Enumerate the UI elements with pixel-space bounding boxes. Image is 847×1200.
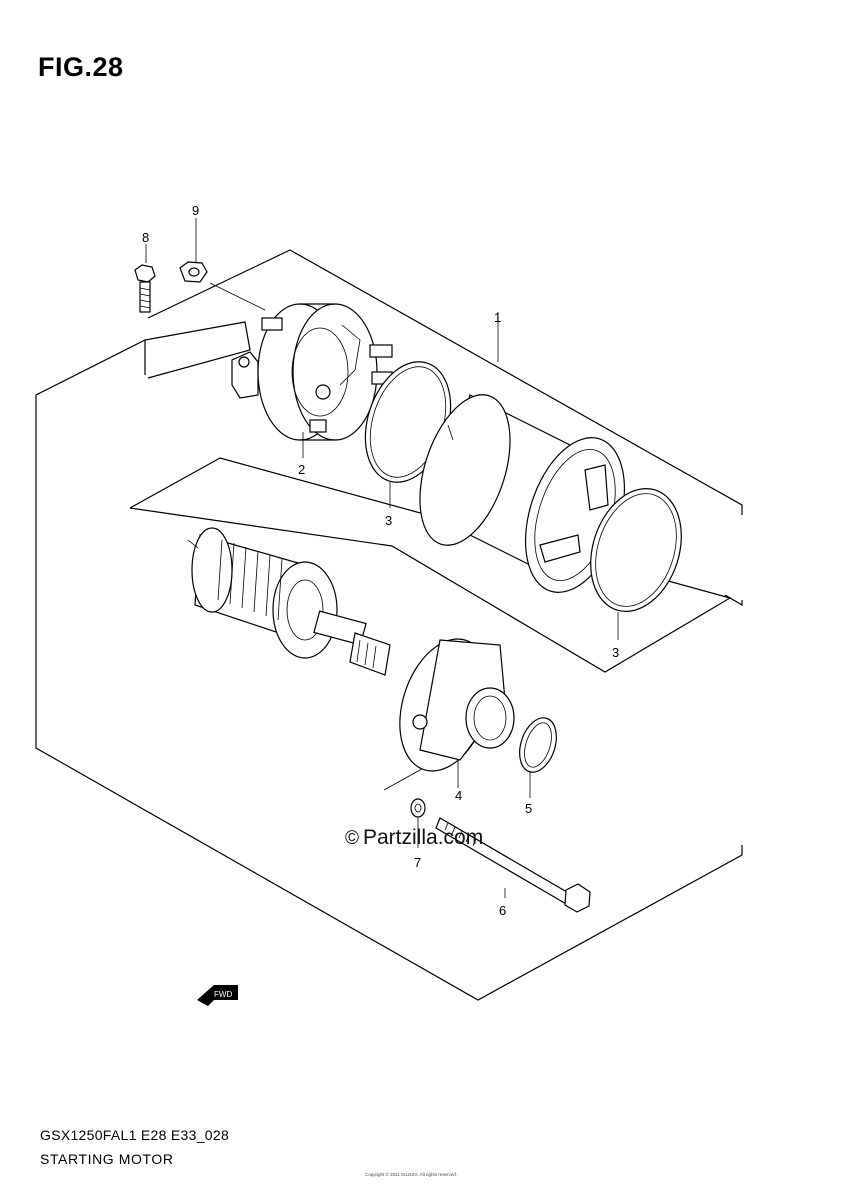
callout-5: 5 <box>525 801 532 816</box>
assembly-outline-armature <box>129 457 732 673</box>
watermark-text: Partzilla.com <box>363 826 484 849</box>
callout-4: 4 <box>455 788 462 803</box>
part-8-bolt[interactable] <box>134 244 156 313</box>
copyright-fineprint: Copyright © 2011 SUZUKI. All rights rese… <box>365 1172 458 1177</box>
part-6-long-bolt[interactable] <box>435 817 591 913</box>
callout-7: 7 <box>414 855 421 870</box>
callout-9: 9 <box>192 203 199 218</box>
figure-title: FIG.28 <box>38 52 124 82</box>
part-7-washer[interactable] <box>410 798 426 848</box>
callout-8: 8 <box>142 230 149 245</box>
callout-6: 6 <box>499 903 506 918</box>
diagram-name: STARTING MOTOR <box>40 1151 174 1167</box>
callout-3-upper: 3 <box>385 513 392 528</box>
diagram-code: GSX1250FAL1 E28 E33_028 <box>40 1127 230 1143</box>
part-3-o-ring-lower[interactable] <box>576 477 697 640</box>
part-4-front-housing[interactable] <box>384 627 515 788</box>
callout-1: 1 <box>494 310 501 325</box>
fwd-arrow-label: FWD <box>214 990 232 999</box>
armature[interactable] <box>187 527 391 676</box>
forward-direction-arrow: FWD <box>197 985 238 1006</box>
assembly-outline-main <box>35 249 743 1001</box>
watermark: ©Partzilla.com <box>345 826 483 850</box>
copyright-symbol: © <box>345 828 359 849</box>
part-5-o-ring[interactable] <box>513 713 563 798</box>
callout-3-lower: 3 <box>612 645 619 660</box>
callout-2: 2 <box>298 462 305 477</box>
part-9-nut[interactable] <box>179 218 266 311</box>
